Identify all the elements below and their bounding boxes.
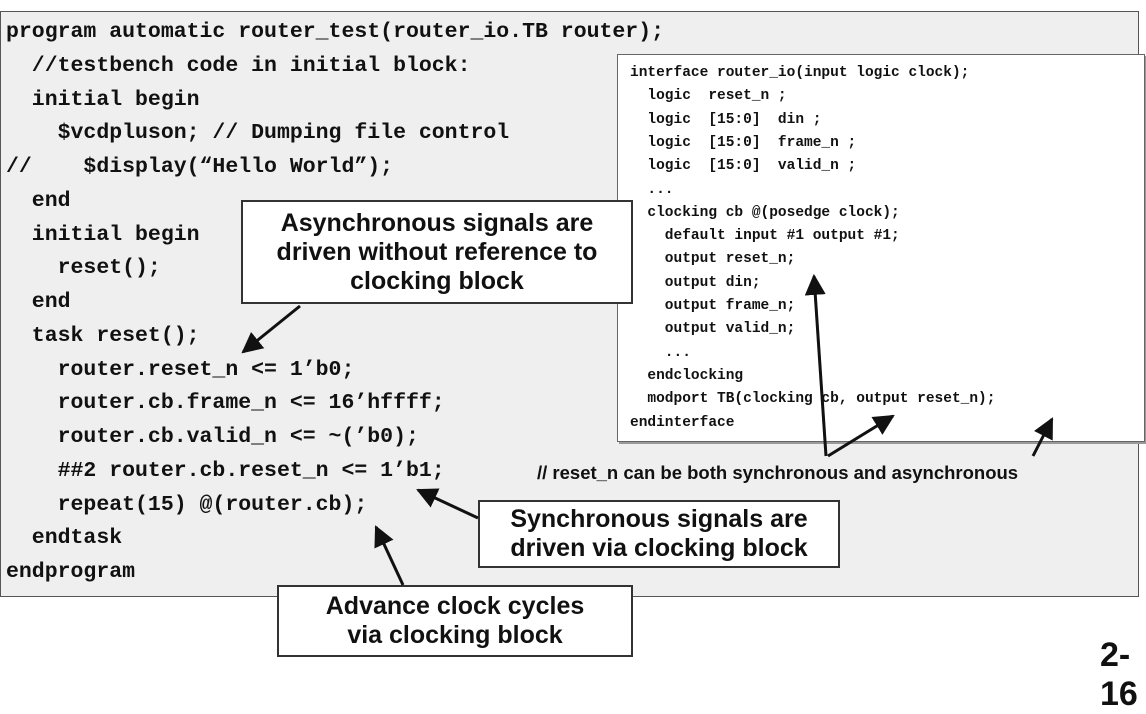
code-line: router.cb.frame_n <= 16’hffff; (6, 391, 445, 416)
interface-code-line: output valid_n; (630, 321, 796, 338)
advance-callout-line-2: via clocking block (347, 621, 563, 649)
interface-code-line: endinterface (630, 414, 735, 431)
code-line: initial begin (6, 87, 200, 112)
interface-code-line: clocking cb @(posedge clock); (630, 204, 900, 221)
interface-code-line: interface router_io(input logic clock); (630, 65, 970, 81)
interface-code-line: default input #1 output #1; (630, 228, 900, 245)
async-signals-callout: Asynchronous signals are driven without … (241, 200, 633, 304)
sync-callout-line-1: Synchronous signals are (510, 505, 808, 533)
interface-code-line: logic [15:0] din ; (630, 111, 822, 128)
code-line: ##2 router.cb.reset_n <= 1’b1; (6, 458, 445, 483)
code-line: endtask (6, 526, 123, 551)
code-line: end (6, 290, 71, 314)
interface-code-line: ... (630, 344, 691, 361)
code-line: task reset(); (6, 323, 200, 348)
code-line: $vcdpluson; // Dumping file control (6, 121, 510, 146)
code-line: // $display(“Hello World”); (6, 155, 394, 179)
interface-code-line: output reset_n; (630, 251, 796, 268)
code-line: repeat(15) @(router.cb); (6, 492, 368, 517)
async-callout-line-1: Asynchronous signals are (280, 208, 594, 237)
interface-code-line: output din; (630, 274, 761, 291)
slide-number: 2-16 (1100, 636, 1138, 713)
interface-code-line: logic reset_n ; (630, 88, 787, 105)
async-callout-line-3: clocking block (350, 266, 524, 295)
advance-clock-callout: Advance clock cycles via clocking block (277, 585, 633, 657)
interface-code-line: logic [15:0] valid_n ; (630, 158, 857, 175)
code-line: program automatic router_test(router_io.… (6, 20, 665, 44)
sync-callout-line-2: driven via clocking block (510, 534, 808, 562)
code-line: end (6, 188, 71, 213)
advance-callout-line-1: Advance clock cycles (325, 592, 585, 620)
interface-code-line: output frame_n; (630, 298, 796, 314)
code-line: endprogram (6, 560, 136, 584)
async-callout-line-2: driven without reference to (276, 237, 598, 266)
code-line: initial begin (6, 222, 200, 247)
interface-code-line: logic [15:0] frame_n ; (630, 134, 857, 151)
interface-code-line: ... (630, 181, 674, 198)
interface-code-line: modport TB(clocking cb, output reset_n); (630, 391, 996, 408)
code-line: reset(); (6, 256, 161, 281)
interface-code-panel (617, 54, 1145, 442)
code-line: router.reset_n <= 1’b0; (6, 357, 355, 382)
sync-signals-callout: Synchronous signals are driven via clock… (478, 500, 840, 568)
interface-code-line: endclocking (630, 367, 744, 384)
code-line: //testbench code in initial block: (6, 53, 471, 78)
reset-n-comment: // reset_n can be both synchronous and a… (537, 462, 1019, 483)
code-line: router.cb.valid_n <= ~(’b0); (6, 425, 419, 449)
